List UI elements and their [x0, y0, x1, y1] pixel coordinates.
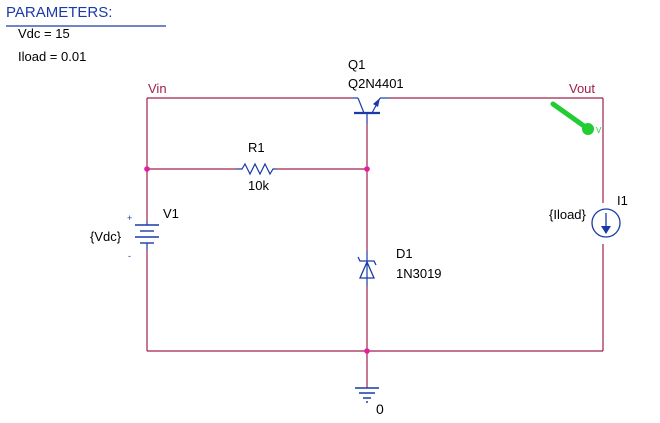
- v1-minus-sign: -: [128, 251, 131, 261]
- r1-symbol: [236, 162, 276, 176]
- param-iload: Iload = 0.01: [18, 49, 86, 64]
- resistor-r1[interactable]: R1 10k: [236, 140, 276, 193]
- zener-diode-d1[interactable]: D1 1N3019: [357, 246, 442, 286]
- d1-ref: D1: [396, 246, 413, 261]
- current-source-i1[interactable]: I1 {Iload}: [549, 193, 628, 238]
- i1-value: {Iload}: [549, 207, 587, 222]
- q1-ref: Q1: [348, 57, 365, 72]
- v1-plus-sign: +: [127, 213, 132, 223]
- net-label-vin: Vin: [148, 81, 167, 96]
- wires: [146, 97, 604, 388]
- i1-arrow-head-icon: [601, 226, 611, 234]
- param-vdc: Vdc = 15: [18, 26, 70, 41]
- i1-circle: [591, 208, 621, 238]
- voltage-probe-marker[interactable]: V: [550, 101, 602, 135]
- parameters-block: PARAMETERS: Vdc = 15 Iload = 0.01: [6, 4, 166, 64]
- transistor-q1[interactable]: Q1 Q2N4401: [348, 57, 404, 124]
- probe-head-icon: [582, 123, 594, 135]
- q1-model: Q2N4401: [348, 76, 404, 91]
- junction-dot: [364, 166, 370, 172]
- parameters-title: PARAMETERS:: [6, 4, 112, 21]
- net-label-vout: Vout: [569, 81, 595, 96]
- ground-net-label: 0: [376, 401, 384, 417]
- d1-triangle: [359, 260, 375, 279]
- ground-symbol: 0: [355, 387, 384, 417]
- i1-ref: I1: [617, 193, 628, 208]
- v1-value: {Vdc}: [90, 229, 122, 244]
- q1-emitter-arrow: [373, 98, 380, 107]
- junction-dot: [364, 348, 370, 354]
- r1-value: 10k: [248, 178, 269, 193]
- r1-ref: R1: [248, 140, 265, 155]
- junction-dot: [144, 166, 150, 172]
- d1-model: 1N3019: [396, 266, 442, 281]
- voltage-source-v1[interactable]: + - V1 {Vdc}: [90, 206, 179, 261]
- v1-ref: V1: [163, 206, 179, 221]
- junctions: [144, 166, 370, 354]
- probe-tag: V: [596, 126, 602, 135]
- q1-collector: [357, 97, 365, 114]
- probe-pin: [550, 101, 587, 129]
